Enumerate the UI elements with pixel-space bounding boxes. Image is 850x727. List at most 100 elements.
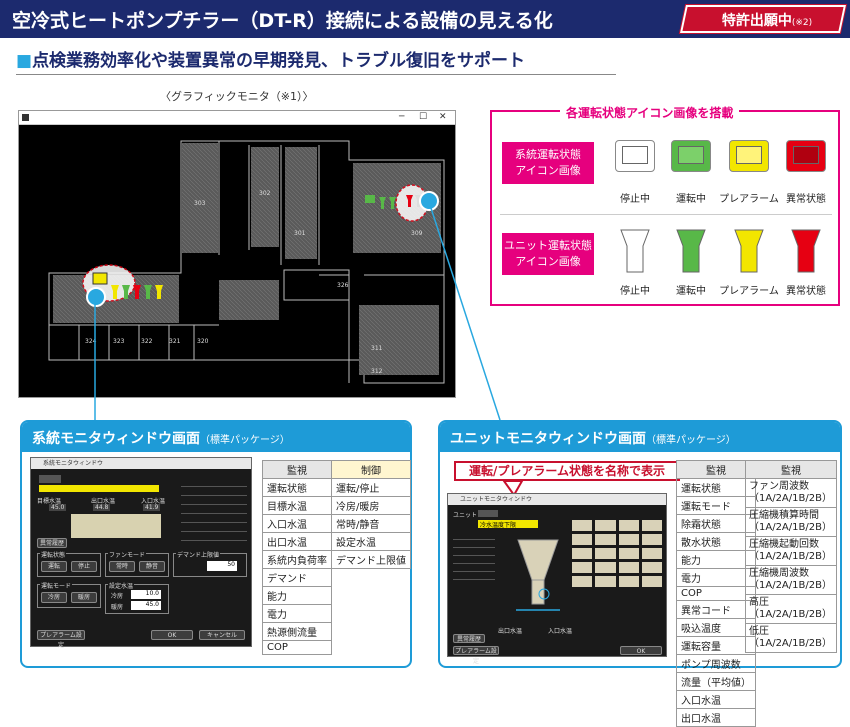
page-title: 空冷式ヒートポンプチラー（DT-R）接続による設備の見える化 bbox=[12, 10, 553, 32]
room-label: 323 bbox=[113, 338, 125, 345]
room-label: 324 bbox=[85, 338, 97, 345]
outlet-temp-label: 出口水温 bbox=[91, 498, 116, 505]
unit-panel-header: ユニットモニタウィンドウ画面（標準パッケージ） bbox=[440, 422, 840, 452]
system-status-label: 系統運転状態 アイコン画像 bbox=[502, 142, 594, 184]
run-status-group bbox=[37, 553, 101, 577]
subtitle-divider bbox=[16, 74, 616, 75]
unit-window-title: ユニットモニタウィンドウ bbox=[448, 494, 666, 505]
remote-running-icon bbox=[671, 140, 711, 172]
patent-badge-text: 特許出願中(※2) bbox=[697, 10, 837, 30]
cell-line: 圧縮機積算時間 bbox=[749, 510, 819, 521]
table-cell: 入口水温 bbox=[262, 514, 332, 533]
system-name-box bbox=[39, 475, 61, 483]
low-noise-button[interactable]: 静音 bbox=[139, 561, 165, 572]
run-status-label: 運転状態 bbox=[40, 550, 67, 559]
unit-status-label-line1: ユニット運転状態 bbox=[504, 239, 592, 252]
graphic-monitor-caption: 〈グラフィックモニタ（※1）〉 bbox=[160, 90, 314, 103]
table-cell: 運転容量 bbox=[676, 636, 756, 655]
table-cell: ファン周波数（1A/2A/1B/2B） bbox=[745, 478, 837, 508]
state-label: 異常状態 bbox=[786, 194, 826, 205]
unit-history-button[interactable]: 異常履歴 bbox=[453, 634, 485, 643]
close-icon[interactable]: ✕ bbox=[439, 112, 447, 122]
table-cell: 異常コード bbox=[676, 600, 756, 619]
unit-status-label-line2: アイコン画像 bbox=[515, 255, 581, 268]
run-mode-label: 運転モード bbox=[40, 581, 73, 590]
cell-line: （1A/2A/1B/2B） bbox=[749, 609, 832, 620]
table-cell: 設定水温 bbox=[331, 532, 411, 551]
unit-ok-button[interactable]: OK bbox=[620, 646, 662, 655]
unit-status-text: 冷水温度下限 bbox=[478, 520, 538, 529]
system-panel-header: 系統モニタウィンドウ画面（標準パッケージ） bbox=[22, 422, 410, 452]
target-temp-label: 目標水温 bbox=[37, 498, 62, 505]
cool-button[interactable]: 冷房 bbox=[41, 592, 67, 603]
patent-badge-note: (※2) bbox=[791, 18, 813, 28]
set-temp-group bbox=[105, 584, 169, 614]
set-heat-label: 暖房 bbox=[111, 604, 124, 611]
table-cell: デマンド上限値 bbox=[331, 550, 411, 569]
table-cell: COP bbox=[676, 586, 756, 601]
table-cell: 目標水温 bbox=[262, 496, 332, 515]
table-cell: ポンプ周波数 bbox=[676, 654, 756, 673]
unit-status-label: ユニット運転状態 アイコン画像 bbox=[502, 233, 594, 275]
history-button[interactable]: 異常履歴 bbox=[37, 538, 67, 548]
table-cell: 運転/停止 bbox=[331, 478, 411, 497]
room-label: 301 bbox=[294, 230, 306, 237]
room-label: 311 bbox=[371, 345, 383, 352]
table-cell: 運転状態 bbox=[262, 478, 332, 497]
cell-line: 低圧 bbox=[749, 626, 769, 637]
table-cell: 圧縮機周波数（1A/2A/1B/2B） bbox=[745, 565, 837, 595]
table-cell: 圧縮機起動回数（1A/2A/1B/2B） bbox=[745, 536, 837, 566]
table-cell: 冷房/暖房 bbox=[331, 496, 411, 515]
table-cell: 流量（平均値） bbox=[676, 672, 756, 691]
set-temp-label: 設定水温 bbox=[108, 581, 135, 590]
unit-monitor-table-1: 監視 運転状態 運転モード 除霜状態 散水状態 能力 電力 COP 異常コード … bbox=[676, 460, 756, 727]
unit-panel-title: ユニットモニタウィンドウ画面 bbox=[450, 431, 646, 447]
floor-plan: 303 302 301 309 326 324 323 322 321 320 … bbox=[48, 140, 445, 384]
normal-mode-button[interactable]: 常時 bbox=[109, 561, 135, 572]
run-button[interactable]: 運転 bbox=[41, 561, 67, 572]
legend-divider bbox=[500, 214, 832, 215]
tank-graphic bbox=[71, 514, 161, 538]
room-label: 309 bbox=[411, 230, 423, 237]
unit-label: ユニット bbox=[453, 512, 478, 519]
minimize-icon[interactable]: ─ bbox=[399, 112, 405, 122]
system-monitor-table: 監視 運転状態 目標水温 入口水温 出口水温 系統内負荷率 デマンド 能力 電力… bbox=[262, 460, 332, 655]
stop-button[interactable]: 停止 bbox=[71, 561, 97, 572]
cell-line: 圧縮機周波数 bbox=[749, 568, 809, 579]
room-303 bbox=[182, 143, 218, 253]
subtitle: ■点検業務効率化や装置異常の早期発見、トラブル復旧をサポート bbox=[16, 46, 525, 71]
cell-line: （1A/2A/1B/2B） bbox=[749, 493, 832, 504]
room-302 bbox=[251, 147, 279, 247]
heat-button[interactable]: 暖房 bbox=[71, 592, 97, 603]
set-cool-input[interactable]: 10.0 bbox=[131, 590, 161, 599]
remote-prealarm-icon bbox=[729, 140, 769, 172]
room-label: 303 bbox=[194, 200, 206, 207]
set-cool-label: 冷房 bbox=[111, 593, 124, 600]
unit-prealarm-setting-button[interactable]: プレアラーム設定 bbox=[453, 646, 499, 665]
ok-button[interactable]: OK bbox=[151, 630, 193, 640]
table-cell: 熱源側流量 bbox=[262, 622, 332, 641]
unit-monitor-window: ユニットモニタウィンドウ ユニット 冷水温度下限 出口水温 入口水温 異常履歴 … bbox=[447, 493, 667, 665]
cell-line: （1A/2A/1B/2B） bbox=[749, 522, 832, 533]
cell-line: （1A/2A/1B/2B） bbox=[749, 580, 832, 591]
system-status-icon[interactable] bbox=[92, 272, 108, 285]
legend-title: 各運転状態アイコン画像を搭載 bbox=[560, 104, 740, 121]
prealarm-setting-button[interactable]: プレアラーム設定 bbox=[37, 630, 85, 649]
subtitle-text: 点検業務効率化や装置異常の早期発見、トラブル復旧をサポート bbox=[32, 51, 526, 71]
room-label: 302 bbox=[259, 190, 271, 197]
unit-icons-right bbox=[365, 195, 396, 209]
maximize-icon[interactable]: ☐ bbox=[419, 112, 428, 122]
unit-panel-package: （標準パッケージ） bbox=[646, 435, 736, 446]
patent-badge-label: 特許出願中 bbox=[721, 13, 792, 29]
set-heat-input[interactable]: 45.0 bbox=[131, 601, 161, 610]
table-cell: 吸込温度 bbox=[676, 618, 756, 637]
table-cell: COP bbox=[262, 640, 332, 655]
outlet-temp-value: 44.8 bbox=[93, 504, 111, 511]
square-bullet-icon: ■ bbox=[16, 51, 33, 71]
room-east bbox=[359, 305, 439, 375]
cancel-button[interactable]: キャンセル bbox=[199, 630, 245, 640]
cell-line: （1A/2A/1B/2B） bbox=[749, 551, 832, 562]
demand-limit-input[interactable]: 50 bbox=[207, 561, 237, 571]
table-cell: 圧縮機積算時間（1A/2A/1B/2B） bbox=[745, 507, 837, 537]
status-name-callout: 運転/プレアラーム状態を名称で表示 bbox=[454, 461, 680, 481]
